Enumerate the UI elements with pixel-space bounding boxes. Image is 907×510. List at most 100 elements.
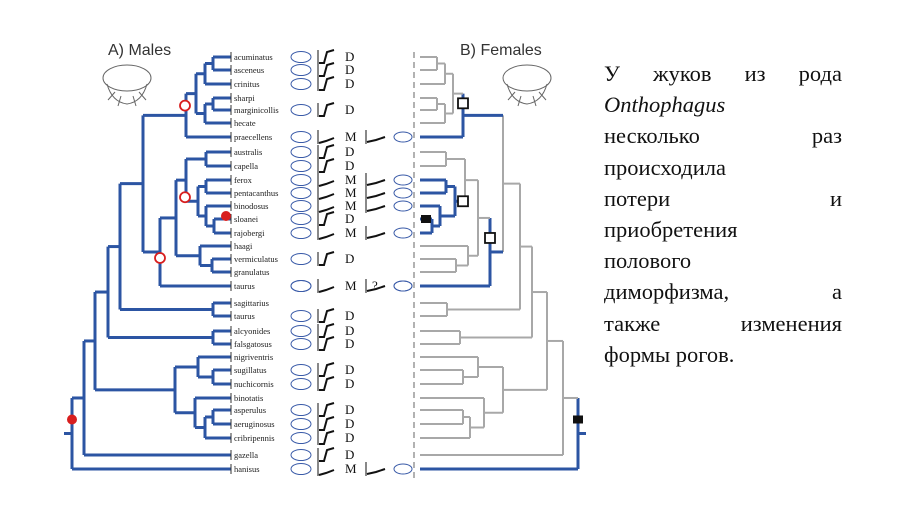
horn-silhouette-icon [290, 253, 312, 265]
beetle-head-icon-male [102, 64, 152, 107]
taxon-label: nuchicornis [234, 379, 274, 389]
dimorphism-code: D [345, 62, 354, 77]
dimorphism-code: D [345, 447, 354, 462]
horn-silhouette-icon [290, 160, 312, 172]
taxon-label: sagittarius [234, 298, 269, 308]
taxon-label: crinitus [234, 79, 260, 89]
dimorphism-code: D [345, 416, 354, 431]
allometry-curve-icon [319, 251, 335, 266]
horn-silhouette-icon [290, 449, 312, 461]
caption-line-3: несколько раз [604, 123, 842, 149]
taxon-label: sugillatus [234, 365, 267, 375]
caption-line-8: диморфизма, а [604, 279, 842, 305]
taxon-label: acuminatus [234, 52, 273, 62]
female-horn-silhouette-icon [393, 463, 413, 475]
taxon-label: ferox [234, 175, 253, 185]
taxon-row: alcyonides D [230, 323, 354, 338]
horn-silhouette-icon [290, 146, 312, 158]
taxon-row: sugillatus D [230, 362, 354, 377]
gain-marker-open-square [484, 232, 496, 244]
taxon-label: pentacanthus [234, 188, 278, 198]
allometry-curve-icon [318, 206, 335, 213]
female-allometry-icon [366, 179, 386, 186]
taxon-label: nigriventris [234, 352, 273, 362]
taxon-label: binodosus [234, 201, 268, 211]
female-allometry-icon [366, 192, 386, 199]
horn-silhouette-icon [290, 227, 312, 239]
females-panel-title: B) Females [460, 42, 542, 59]
taxon-label: taurus [234, 311, 255, 321]
allometry-curve-icon [319, 447, 335, 462]
horn-silhouette-icon [290, 200, 312, 212]
horn-silhouette-icon [290, 78, 312, 90]
female-horn-silhouette-icon [393, 227, 413, 239]
caption-line-4: происходила [604, 154, 726, 180]
taxon-label: capella [234, 161, 258, 171]
taxon-row: capella D [230, 158, 354, 173]
allometry-curve-icon [319, 376, 335, 391]
horn-silhouette-icon [290, 187, 312, 199]
taxon-label: binotatis [234, 393, 263, 403]
dimorphism-code: D [345, 211, 354, 226]
taxon-label: granulatus [234, 267, 269, 277]
taxon-row: cribripennis D [230, 430, 354, 445]
dimorphism-code: D [345, 376, 354, 391]
allometry-curve-icon [319, 362, 335, 377]
dimorphism-code: D [345, 158, 354, 173]
horn-silhouette-icon [290, 404, 312, 416]
horn-silhouette-icon [290, 51, 312, 63]
allometry-curve-icon [319, 76, 335, 91]
dimorphism-code: D [345, 323, 354, 338]
dimorphism-code: M [345, 198, 357, 213]
horn-silhouette-icon [290, 418, 312, 430]
taxon-label: sloanei [234, 214, 259, 224]
allometry-curve-icon [319, 430, 335, 445]
state-change-markers [67, 97, 583, 425]
allometry-curve-icon [319, 102, 335, 117]
dimorphism-code: M [345, 129, 357, 144]
dimorphism-code: D [345, 430, 354, 445]
allometry-curve-icon [318, 469, 335, 476]
taxon-label: marginicollis [234, 105, 279, 115]
taxon-row: nigriventris [230, 352, 273, 362]
caption-line-10: формы рогов. [604, 341, 735, 367]
taxon-row: haagi [230, 241, 253, 251]
taxon-label: sharpi [234, 93, 255, 103]
female-allometry-icon [366, 205, 386, 212]
taxon-label: alcyonides [234, 326, 270, 336]
allometry-curve-icon [319, 416, 335, 431]
dimorphism-code: D [345, 308, 354, 323]
dimorphism-code: D [345, 362, 354, 377]
females-tree [420, 56, 586, 471]
beetle-head-icon-female [502, 64, 552, 107]
taxon-label: gazella [234, 450, 258, 460]
dimorphism-code: M [345, 461, 357, 476]
taxon-row: binotatis [230, 393, 263, 403]
female-allometry-icon [366, 136, 386, 143]
dimorphism-code: D [345, 49, 354, 64]
taxon-label: asperulus [234, 405, 266, 415]
taxon-row: sagittarius [230, 298, 269, 308]
allometry-curve-icon [318, 233, 335, 240]
allometry-curve-icon [319, 402, 335, 417]
horn-silhouette-icon [290, 364, 312, 376]
dimorphism-code: D [345, 102, 354, 117]
taxon-label: rajobergi [234, 228, 265, 238]
taxon-row: marginicollis D [230, 102, 354, 117]
caption-line-9: также изменения [604, 310, 842, 336]
dimorphism-code: D [345, 144, 354, 159]
unknown-state-mark: ? [372, 278, 378, 293]
taxon-row: gazella D [230, 447, 354, 462]
female-allometry-icon [366, 232, 386, 239]
taxon-label: cribripennis [234, 433, 275, 443]
taxon-label: falsgatosus [234, 339, 272, 349]
loss-marker-filled-circle [67, 414, 77, 425]
